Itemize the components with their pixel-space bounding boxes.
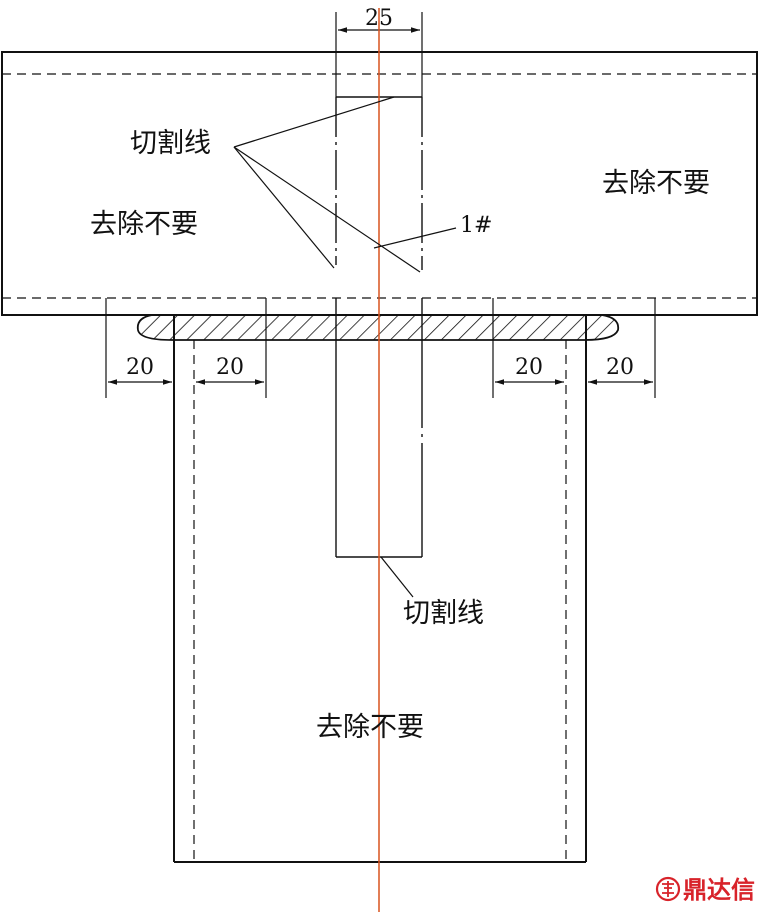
- dim-right-outer-label: 20: [606, 355, 634, 380]
- dim-left-outer-label: 20: [126, 355, 154, 380]
- label-remove-right: 去除不要: [602, 168, 710, 199]
- watermark-text: 鼎达信: [683, 876, 755, 904]
- watermark-logo: 鼎达信: [655, 876, 755, 904]
- leader-cut-top-2: [233, 146, 335, 269]
- watermark-logo-icon: [655, 876, 681, 902]
- label-remove-bottom: 去除不要: [316, 712, 424, 743]
- weld-bead: [136, 314, 620, 341]
- label-cut-line-bottom: 切割线: [403, 598, 484, 629]
- dim-25-label: 25: [365, 6, 393, 31]
- dim-left-inner-label: 20: [216, 355, 244, 380]
- label-specimen-1: 1#: [460, 213, 492, 238]
- label-remove-left: 去除不要: [90, 209, 198, 240]
- leader-cut-top-3: [233, 146, 421, 273]
- leader-cut-top-1: [233, 96, 395, 148]
- watermark-logo-icon-mark: [662, 881, 674, 897]
- leader-specimen: [373, 227, 457, 249]
- label-cut-line-top: 切割线: [130, 128, 211, 159]
- leader-cut-bottom: [380, 556, 414, 598]
- dim-right-inner-label: 20: [515, 355, 543, 380]
